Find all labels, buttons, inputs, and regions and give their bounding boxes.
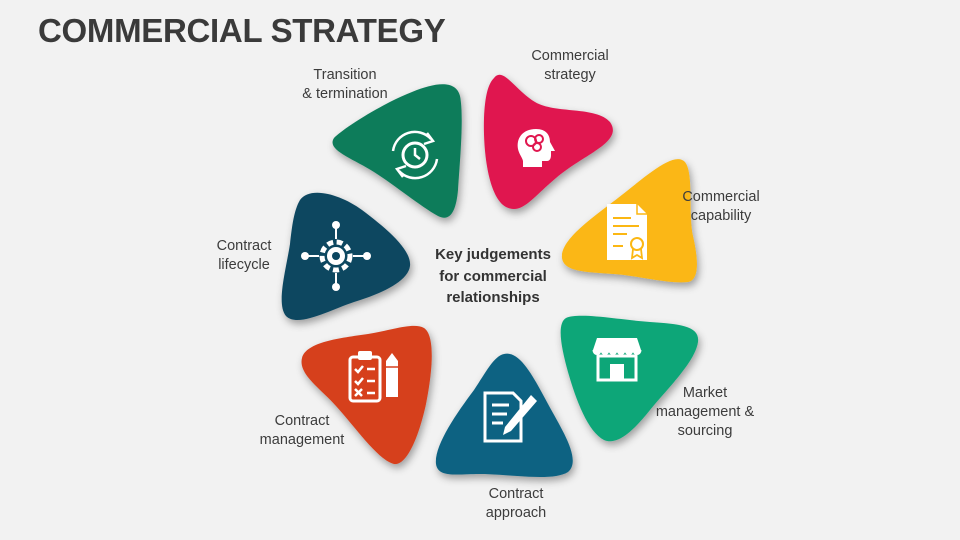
petal-shape [281,192,411,321]
petal-shape [301,325,432,465]
cycle-clock-icon [391,130,439,180]
certificate-icon [607,204,647,260]
label-transition-termination: Transition& termination [302,67,388,102]
petal-commercial-strategy [483,74,613,210]
storefront-icon [592,338,642,382]
petal-contract-lifecycle [281,192,411,321]
center-caption: Key judgements for commercial relationsh… [435,246,551,306]
petal-shape [332,84,462,218]
checklist-pencil-icon [348,351,398,403]
petal-contract-approach [435,353,573,478]
petal-transition-termination [332,84,462,218]
document-pen-icon [483,391,537,443]
petal-commercial-capability [561,159,697,283]
petal-market-management [560,315,699,442]
petal-contract-management [301,325,432,465]
page-title: COMMERCIAL STRATEGY [38,12,446,49]
gear-network-icon [301,221,371,291]
head-brain-icon [517,129,555,167]
